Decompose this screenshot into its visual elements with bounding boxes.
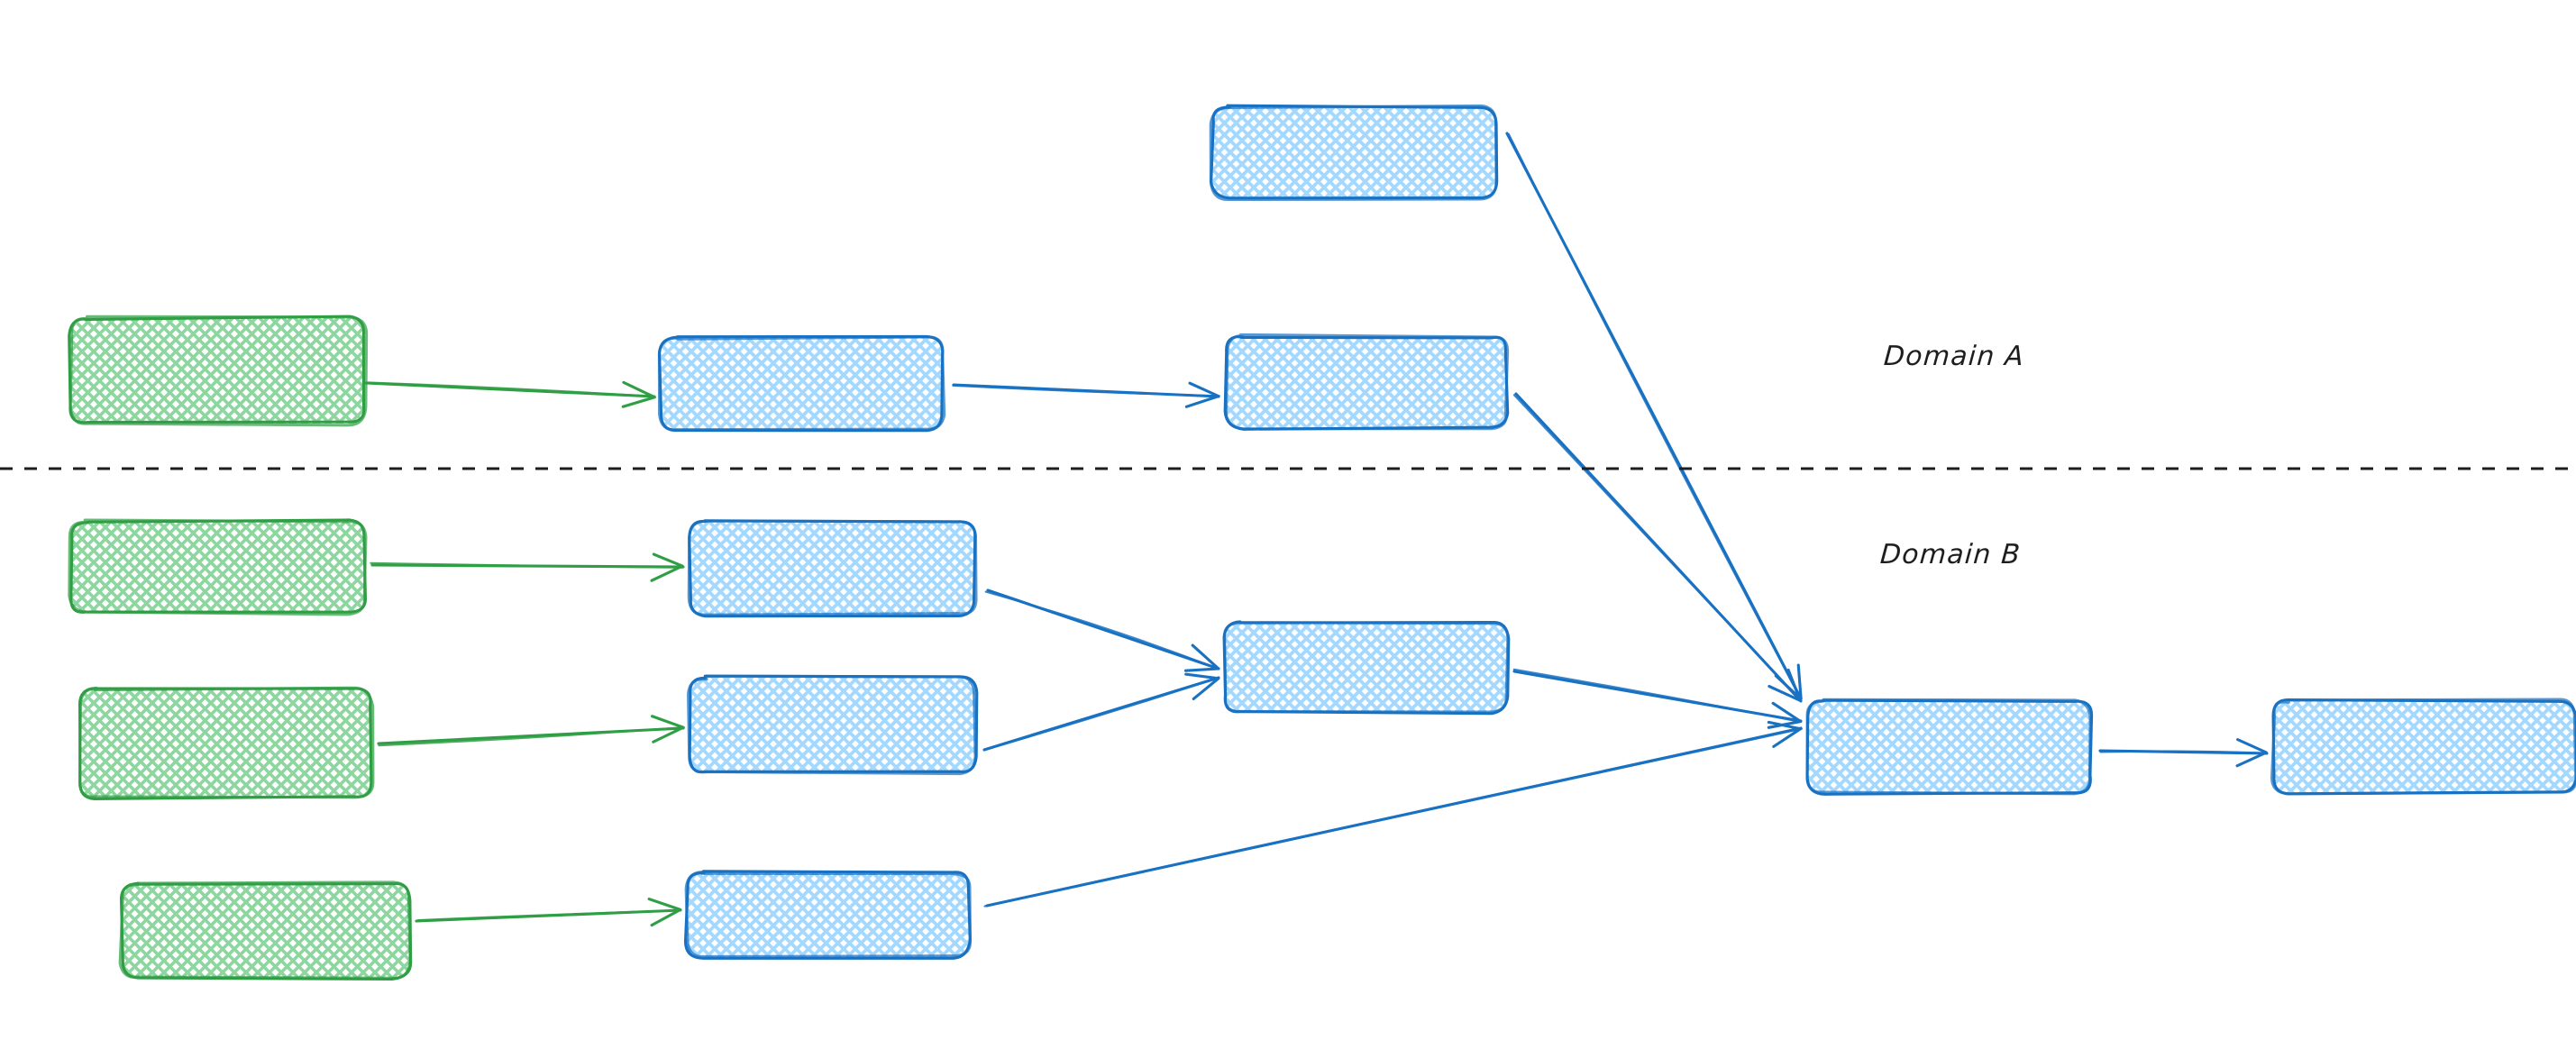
node-fill (661, 338, 943, 430)
nodes-layer (68, 104, 2576, 981)
edge-e-b-stage3-sink (983, 720, 1803, 908)
node-outline (78, 686, 375, 799)
edge-line (952, 384, 1220, 397)
node-outline (1224, 333, 1510, 431)
node-b-merge[interactable] (1222, 620, 1511, 716)
edge-arrowhead (2235, 738, 2268, 768)
node-fill (70, 318, 365, 424)
edge-arrowhead (647, 898, 682, 927)
node-outline (1222, 621, 1510, 714)
edge-e-a-stage1-stage2 (952, 381, 1220, 408)
node-b-sink[interactable] (1805, 698, 2094, 796)
edge-line (983, 677, 1219, 751)
node-a-top-node[interactable] (1209, 104, 1499, 202)
node-b-output[interactable] (2270, 698, 2576, 796)
edge-arrowhead (621, 380, 656, 408)
edges-layer (364, 132, 2269, 927)
node-b-source-3[interactable] (118, 880, 413, 981)
edge-line (370, 561, 684, 569)
label-domain-b: Domain B (1878, 539, 2023, 570)
edge-line (416, 909, 682, 922)
edge-e-b-stage1-merge (984, 588, 1220, 672)
node-b-stage-1[interactable] (687, 519, 978, 618)
edge-e-b-src2-stage2 (377, 715, 685, 747)
node-b-source-2[interactable] (78, 686, 375, 800)
edge-line (367, 381, 655, 397)
edge-line (2099, 750, 2268, 754)
node-outline (1805, 698, 2092, 796)
edge-e-b-src3-stage3 (415, 898, 682, 927)
node-a-stage-2[interactable] (1223, 333, 1510, 431)
edge-e-a-top-sink (1505, 132, 1803, 701)
edge-e-b-stage2-merge (982, 672, 1220, 752)
node-fill (70, 521, 365, 613)
edge-arrowhead (651, 715, 685, 743)
edge-e-a-stage2-sink (1512, 392, 1803, 703)
node-b-stage-2[interactable] (686, 674, 979, 776)
node-fill (122, 883, 410, 978)
edge-line (984, 590, 1220, 670)
edge-line (378, 725, 685, 747)
node-fill (1212, 106, 1496, 198)
edge-e-b-merge-sink (1512, 668, 1803, 729)
edge-arrowhead (1184, 672, 1220, 701)
edge-arrowhead (1767, 701, 1803, 729)
edge-arrowhead (650, 552, 684, 582)
edge-e-b-sink-output (2098, 738, 2269, 768)
node-fill (1807, 701, 2091, 793)
edge-e-a-src1-stage1 (364, 380, 656, 408)
edge-line (1512, 394, 1803, 702)
edge-e-b-src1-stage1 (370, 552, 685, 582)
node-outline (687, 519, 978, 616)
edge-line (1512, 668, 1802, 724)
node-b-stage-3[interactable] (683, 870, 973, 960)
node-outline (69, 315, 369, 427)
node-b-source-1[interactable] (68, 518, 368, 616)
node-fill (2273, 701, 2576, 793)
node-fill (79, 689, 371, 798)
label-domain-a: Domain A (1882, 341, 2026, 372)
node-fill (1224, 622, 1507, 712)
node-fill (687, 872, 969, 957)
node-outline (68, 518, 368, 616)
edge-line (983, 727, 1803, 908)
node-a-stage-1[interactable] (657, 334, 946, 433)
node-fill (1226, 336, 1507, 428)
edge-line (1507, 132, 1802, 700)
node-fill (690, 521, 975, 615)
edge-arrowhead (1768, 668, 1802, 702)
node-outline (684, 871, 973, 958)
node-outline (2270, 698, 2576, 796)
node-outline (1209, 104, 1498, 202)
edge-arrowhead (1184, 381, 1220, 408)
node-fill (690, 678, 975, 773)
node-outline (657, 335, 946, 432)
node-a-source-1[interactable] (68, 315, 369, 427)
edge-arrowhead (1183, 643, 1220, 672)
node-outline (686, 674, 977, 776)
node-outline (118, 880, 412, 980)
